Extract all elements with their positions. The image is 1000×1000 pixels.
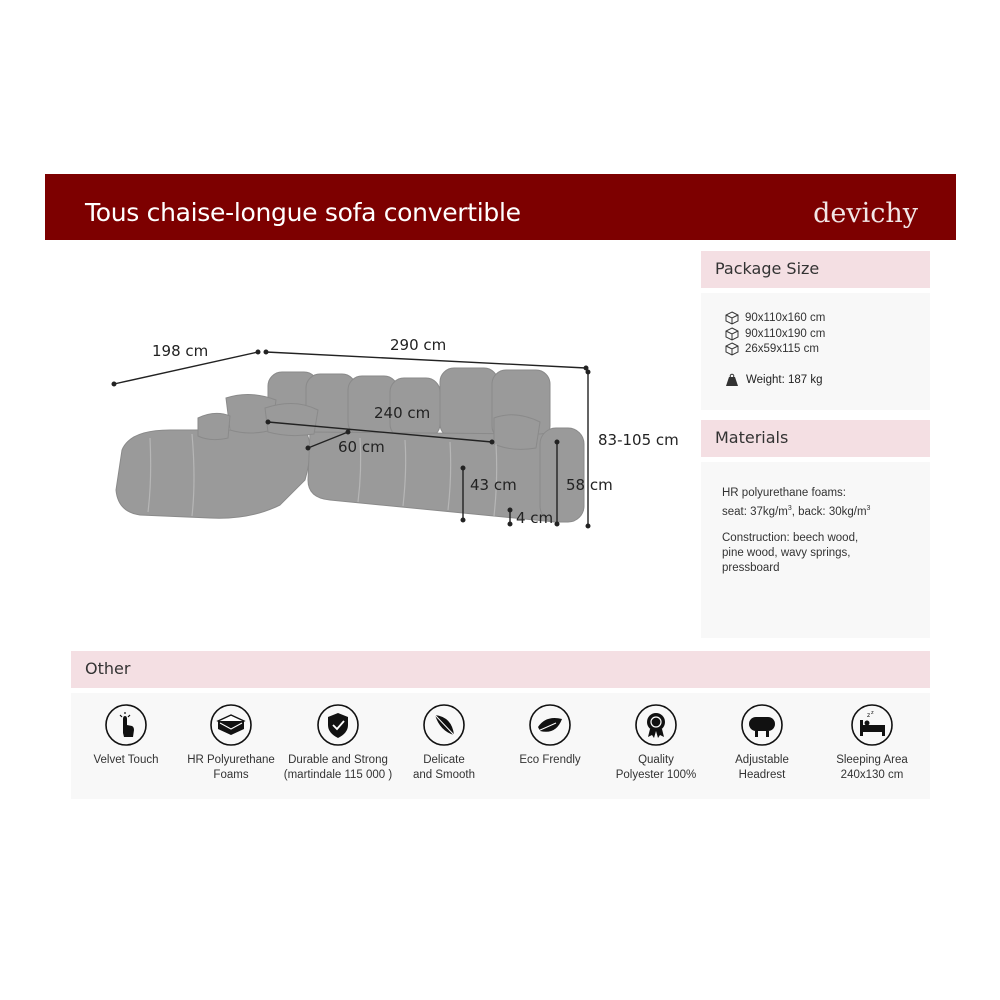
feature-delicate: Delicate and Smooth xyxy=(389,703,499,783)
dim-label-240: 240 cm xyxy=(374,404,430,422)
box-icon xyxy=(725,327,739,341)
header-bar: Tous chaise-longue sofa convertible devi… xyxy=(45,174,956,240)
brand-logo: devichy xyxy=(813,198,918,229)
features-panel: Velvet Touch HR Polyurethane Foams Durab… xyxy=(71,693,930,799)
pillow xyxy=(493,414,541,450)
dim-line-60 xyxy=(307,431,349,449)
dim-label-43: 43 cm xyxy=(470,476,517,494)
feature-headrest: Adjustable Headrest xyxy=(707,703,817,783)
sofa-arm xyxy=(539,427,585,523)
dim-line-198 xyxy=(113,351,259,385)
package-box-size: 90x110x160 cm xyxy=(745,312,826,324)
weight-icon xyxy=(726,373,738,386)
dim-label-height: 83-105 cm xyxy=(598,431,679,449)
feature-velvet-touch: Velvet Touch xyxy=(71,703,181,768)
materials-panel: HR polyurethane foams: seat: 37kg/m3, ba… xyxy=(701,462,930,638)
dim-label-198: 198 cm xyxy=(152,342,208,360)
package-box-size: 90x110x190 cm xyxy=(745,328,826,340)
back-cushion xyxy=(439,367,499,439)
touch-hand-icon xyxy=(105,704,147,746)
svg-text:z: z xyxy=(867,712,870,719)
construction-spec: Construction: beech wood, pine wood, wav… xyxy=(722,532,859,574)
box-icon xyxy=(725,342,739,356)
headrest-icon xyxy=(741,704,783,746)
quality-badge-icon xyxy=(635,704,677,746)
package-weight: Weight: 187 kg xyxy=(746,374,823,386)
package-box-row: 26x59x115 cm xyxy=(725,342,819,356)
feature-quality: Quality Polyester 100% xyxy=(601,703,711,783)
dim-line-240 xyxy=(267,421,493,443)
feature-durable: Durable and Strong (martindale 115 000 ) xyxy=(283,703,393,783)
package-size-heading: Package Size xyxy=(701,251,930,288)
package-box-row: 90x110x160 cm xyxy=(725,311,825,325)
dim-label-4: 4 cm xyxy=(516,509,553,527)
other-heading: Other xyxy=(71,651,930,688)
seat-density: seat: 37kg/m xyxy=(722,505,788,518)
feature-label: Delicate and Smooth xyxy=(412,754,475,781)
foam-layer-icon xyxy=(210,704,252,746)
feature-label: Quality Polyester 100% xyxy=(615,754,697,781)
dim-label-58: 58 cm xyxy=(566,476,613,494)
page-title: Tous chaise-longue sofa convertible xyxy=(85,198,521,227)
feature-label: HR Polyurethane Foams xyxy=(187,754,275,781)
shield-check-icon xyxy=(317,704,359,746)
sleeping-bed-icon: z z xyxy=(851,704,893,746)
cubic-sup: 3 xyxy=(866,505,871,512)
feature-label: Durable and Strong (martindale 115 000 ) xyxy=(283,754,393,781)
chaise-base xyxy=(115,429,311,519)
package-size-panel: 90x110x160 cm 90x110x190 cm 26x59x115 cm… xyxy=(701,293,930,410)
feature-label: Eco Frendly xyxy=(519,754,581,766)
feather-icon xyxy=(423,704,465,746)
cubic-sup: 3 xyxy=(787,505,792,512)
arm-left xyxy=(197,412,231,441)
box-icon xyxy=(725,311,739,325)
pillow xyxy=(264,403,319,437)
leaf-icon xyxy=(529,704,571,746)
dim-line-290 xyxy=(265,351,587,369)
foam-spec-line: HR polyurethane foams: xyxy=(722,487,847,499)
feature-label: Velvet Touch xyxy=(93,754,159,766)
sofa-diagram: 198 cm 290 cm 240 cm 60 cm 43 cm 58 cm 4… xyxy=(100,330,700,540)
svg-text:z: z xyxy=(871,710,874,716)
feature-hr-foams: HR Polyurethane Foams xyxy=(176,703,286,783)
package-weight-row: Weight: 187 kg xyxy=(725,373,823,387)
package-box-row: 90x110x190 cm xyxy=(725,327,825,341)
foam-density-line: seat: 37kg/m3, back: 30kg/m3 xyxy=(722,501,922,520)
foam-spec: HR polyurethane foams: seat: 37kg/m3, ba… xyxy=(722,486,922,520)
feature-eco: Eco Frendly xyxy=(495,703,605,768)
dim-label-290: 290 cm xyxy=(390,336,446,354)
feature-sleeping-area: z z Sleeping Area 240x130 cm xyxy=(817,703,927,783)
back-density: , back: 30kg/m xyxy=(791,505,867,518)
feature-label: Sleeping Area 240x130 cm xyxy=(836,754,908,781)
package-box-size: 26x59x115 cm xyxy=(745,343,819,355)
sofa-drawing: 198 cm 290 cm 240 cm 60 cm 43 cm 58 cm 4… xyxy=(111,336,679,529)
dim-label-60: 60 cm xyxy=(338,438,385,456)
feature-label: Adjustable Headrest xyxy=(735,754,789,781)
materials-heading: Materials xyxy=(701,420,930,457)
